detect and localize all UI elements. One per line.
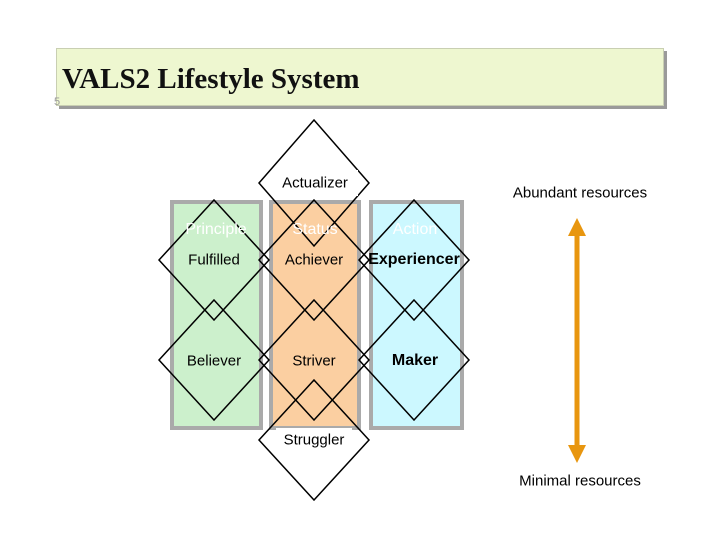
slide-number: 5 bbox=[54, 96, 61, 108]
label-bg-actualizer bbox=[272, 170, 358, 196]
segment-fulfilled: Fulfilled bbox=[188, 251, 240, 269]
diamond-experiencer bbox=[357, 198, 471, 322]
label-bg-struggler bbox=[276, 428, 352, 453]
label-minimal-resources: Minimal resources bbox=[519, 472, 641, 490]
segment-maker: Maker bbox=[391, 352, 439, 369]
segment-achiever: Achiever bbox=[284, 251, 344, 269]
diamond-actualizer bbox=[258, 118, 370, 248]
segment-experiencer: Experiencer bbox=[368, 251, 460, 268]
diamond-struggler bbox=[257, 378, 371, 502]
diamond-striver bbox=[257, 298, 371, 422]
diamond-fulfilled bbox=[157, 198, 271, 322]
column-status bbox=[269, 200, 361, 430]
column-header-principle: Principle bbox=[185, 221, 247, 238]
label-abundant-resources: Abundant resources bbox=[512, 184, 648, 202]
column-header-status: Status bbox=[292, 221, 338, 238]
column-header-action: Action bbox=[392, 221, 438, 238]
diamond-maker bbox=[357, 298, 471, 422]
segment-actualizer: Actualizer bbox=[282, 174, 348, 192]
resources-arrow-down-head bbox=[568, 445, 586, 463]
slide-title: VALS2 Lifestyle System bbox=[62, 63, 360, 95]
segment-struggler: Struggler bbox=[283, 431, 345, 449]
diamond-believer bbox=[157, 298, 271, 422]
title-bar: VALS2 Lifestyle System bbox=[56, 48, 664, 106]
resources-arrow-up-head bbox=[568, 218, 586, 236]
segment-striver: Striver bbox=[292, 352, 336, 370]
diamond-achiever bbox=[257, 198, 371, 322]
segment-believer: Believer bbox=[186, 352, 242, 370]
